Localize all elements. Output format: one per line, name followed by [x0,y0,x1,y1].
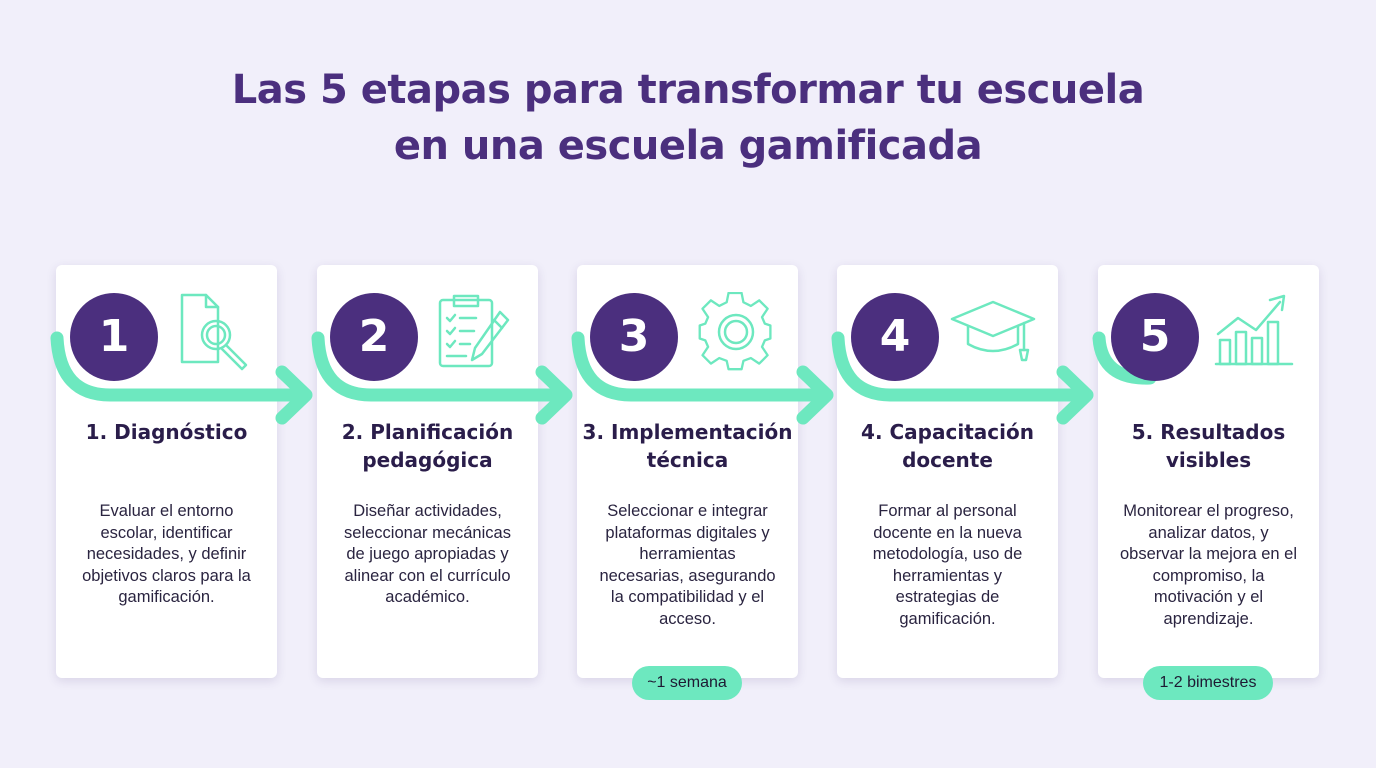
step-title-4: 4. Capacitación docente [861,420,1034,472]
step-number-1: 1 [70,293,158,381]
step-description-3: Seleccionar e integrar plataformas digit… [599,502,776,628]
step-number-2: 2 [330,293,418,381]
step-title-2: 2. Planificación pedagógica [341,420,514,472]
step-number-5: 5 [1111,293,1199,381]
step-number-4: 4 [851,293,939,381]
growth-chart-icon [1214,294,1294,366]
step-description-1: Evaluar el entorno escolar, identificar … [82,502,251,606]
step-description-4: Formar al personal docente en la nueva m… [872,502,1023,628]
clipboard-checklist-icon [438,294,510,368]
duration-badge-3: ~1 semana [632,666,742,700]
page-title: Las 5 etapas para transformar tu escuela… [0,62,1376,174]
step-number-3: 3 [590,293,678,381]
step-title-5: 5. Resultados visibles [1131,420,1286,472]
step-description-5: Monitorear el progreso, analizar datos, … [1119,502,1297,628]
step-title-3: 3. Implementación técnica [582,420,793,472]
document-search-icon [180,293,248,371]
title-line-2: en una escuela gamificada [393,123,983,169]
step-title-1: 1. Diagnóstico [85,420,248,444]
graduation-cap-icon [950,300,1036,362]
step-description-2: Diseñar actividades, seleccionar mecánic… [344,502,511,606]
title-line-1: Las 5 etapas para transformar tu escuela [231,67,1145,113]
gear-icon [698,292,772,371]
duration-badge-5: 1-2 bimestres [1143,666,1273,700]
